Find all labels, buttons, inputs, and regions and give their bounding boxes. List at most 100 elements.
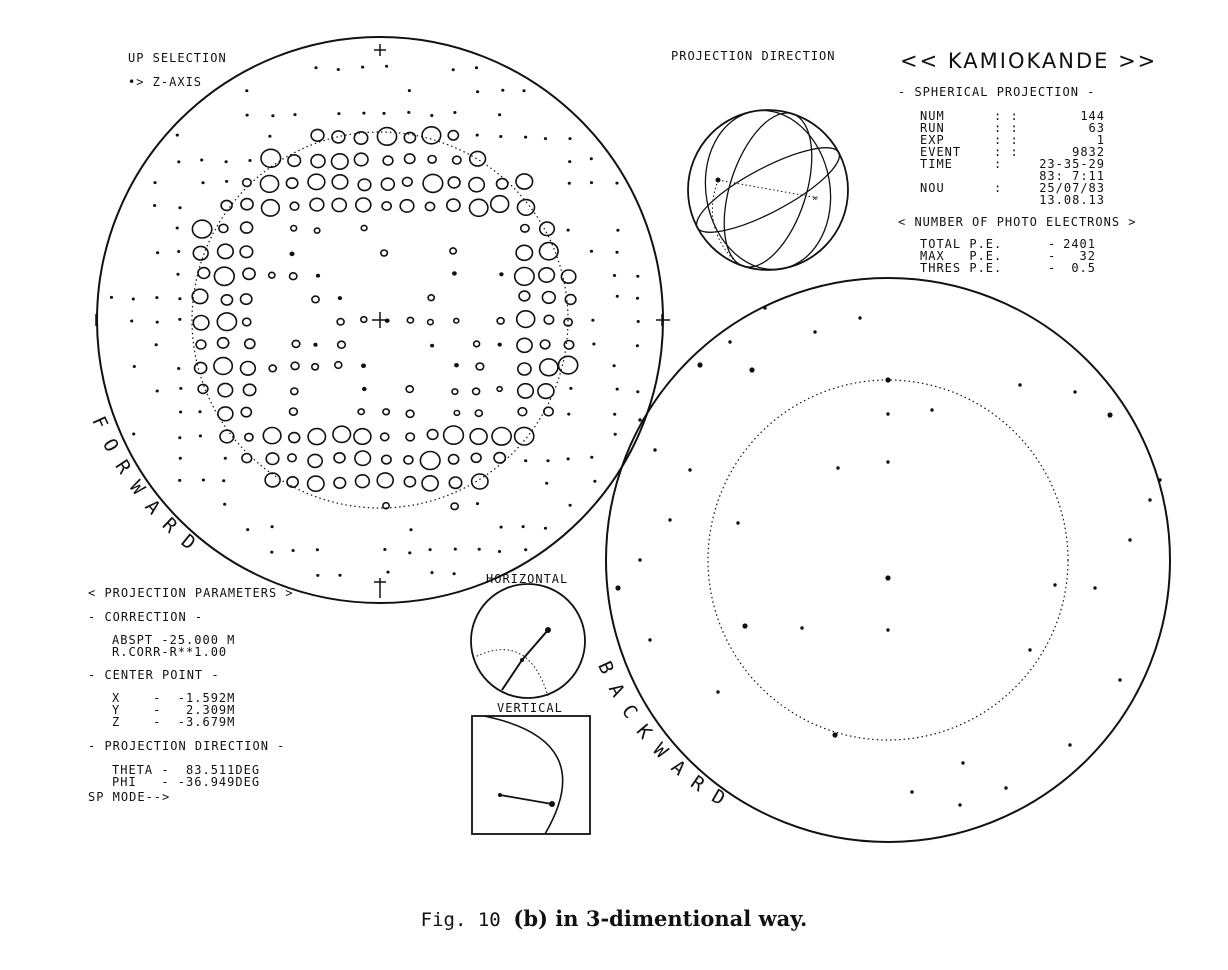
pmt-hit [175, 133, 179, 137]
pmt-hit [289, 387, 299, 396]
pmt-hit [589, 249, 594, 253]
pmt-hit [376, 126, 398, 146]
pmt-hit [453, 111, 457, 114]
pmt-hit [591, 318, 595, 322]
pmt-hit [836, 466, 840, 470]
pmt-hit [382, 155, 394, 166]
pmt-hit [496, 385, 503, 393]
pmt-hit [445, 198, 461, 213]
event-info-row: EXP: :1 [920, 134, 1110, 146]
pmt-hit [264, 472, 281, 488]
projection-parameters-header: < PROJECTION PARAMETERS > [88, 586, 294, 600]
pmt-hit [498, 113, 502, 117]
figure-caption-text: (b) in 3-dimentional way. [513, 906, 808, 931]
pmt-hit [910, 790, 914, 794]
pmt-hit [716, 690, 720, 694]
pmt-hit [616, 228, 620, 232]
rcorr-value: R.CORR-R**1.00 [112, 645, 228, 659]
pmt-hit [220, 199, 233, 212]
pmt-hit [216, 312, 238, 332]
pmt-hit [813, 330, 817, 334]
pmt-hit [569, 386, 573, 390]
pmt-hit [245, 113, 249, 117]
pmt-hit [428, 548, 432, 552]
pmt-hit [288, 407, 299, 416]
pmt-hit [156, 251, 160, 255]
pmt-hit [178, 456, 182, 460]
pmt-hit [359, 315, 368, 324]
pmt-hit [688, 468, 692, 472]
pmt-hit [697, 362, 703, 368]
pmt-hit [223, 456, 227, 460]
photo-electrons-label: MAX P.E. [920, 249, 1003, 263]
pmt-hit [354, 474, 371, 489]
pmt-hit [453, 409, 461, 417]
pmt-hit [515, 310, 536, 329]
pmt-hit [331, 130, 346, 144]
pmt-hit [513, 426, 535, 446]
pmt-hit [286, 453, 297, 463]
event-info-label: TIME [920, 157, 953, 171]
event-info-row: RUN: :63 [920, 122, 1110, 134]
event-info-value: 63 [1088, 121, 1105, 135]
svg-text:×: × [812, 194, 817, 204]
pmt-hit [131, 297, 135, 301]
pmt-hit [451, 68, 455, 72]
photo-electrons-sep: - [1048, 237, 1057, 251]
event-info-row: 83: 7:11 [920, 170, 1110, 182]
pmt-hit [524, 459, 528, 463]
pmt-hit [178, 317, 182, 321]
pmt-hit [749, 367, 755, 373]
pmt-hit [198, 434, 202, 438]
photo-electrons-value: 32 [1079, 249, 1096, 263]
pmt-hit [270, 525, 274, 529]
pmt-hit [636, 320, 640, 323]
pmt-hit [742, 623, 748, 629]
pmt-hit [201, 478, 205, 482]
pmt-hit [519, 223, 530, 233]
pmt-hit [223, 502, 227, 506]
pmt-hit [468, 198, 489, 218]
pmt-hit [192, 245, 209, 261]
pmt-hit [177, 367, 181, 370]
pmt-hit [268, 364, 278, 373]
pmt-hit [517, 406, 528, 417]
pmt-hit [593, 479, 597, 483]
figure-caption: Fig. 10 (b) in 3-dimentional way. [0, 906, 1228, 933]
pmt-hit [613, 412, 617, 416]
pmt-hit [474, 66, 479, 70]
photo-electrons-row: TOTAL P.E.-2401 [920, 238, 1100, 250]
pmt-hit [357, 408, 366, 416]
pmt-hit [513, 266, 535, 287]
pmt-hit [130, 319, 134, 323]
pmt-hit [636, 390, 640, 394]
center-y-value: Y - 2.309M [112, 703, 236, 717]
pmt-hit [499, 272, 504, 277]
pmt-hit [406, 316, 415, 324]
pmt-hit [289, 251, 295, 257]
pmt-hit [193, 361, 208, 375]
pmt-hit [241, 452, 253, 464]
pmt-hit [468, 176, 486, 193]
pmt-hit [1068, 743, 1072, 747]
pmt-hit [499, 135, 503, 138]
pmt-hit [271, 114, 275, 118]
pmt-hit [332, 425, 352, 444]
pmt-hit [353, 152, 369, 167]
pmt-hit [1073, 390, 1077, 394]
pmt-hit [568, 503, 572, 507]
pmt-hit [217, 406, 234, 422]
pmt-hit [427, 294, 436, 302]
event-info-value: 25/07/83 [1039, 181, 1105, 195]
event-info-value: 23-35-29 [1039, 157, 1105, 171]
pmt-hit [447, 176, 461, 189]
pmt-hit [452, 271, 457, 276]
backward-label: BACKWARD [593, 658, 741, 817]
pmt-hit [501, 88, 505, 92]
pmt-hit [590, 455, 594, 459]
pmt-hit [491, 426, 513, 446]
event-info-label: NUM [920, 109, 945, 123]
projection-direction-title: PROJECTION DIRECTION [671, 49, 836, 63]
pmt-hit [155, 389, 159, 393]
projection-direction-globe: × [687, 109, 849, 271]
